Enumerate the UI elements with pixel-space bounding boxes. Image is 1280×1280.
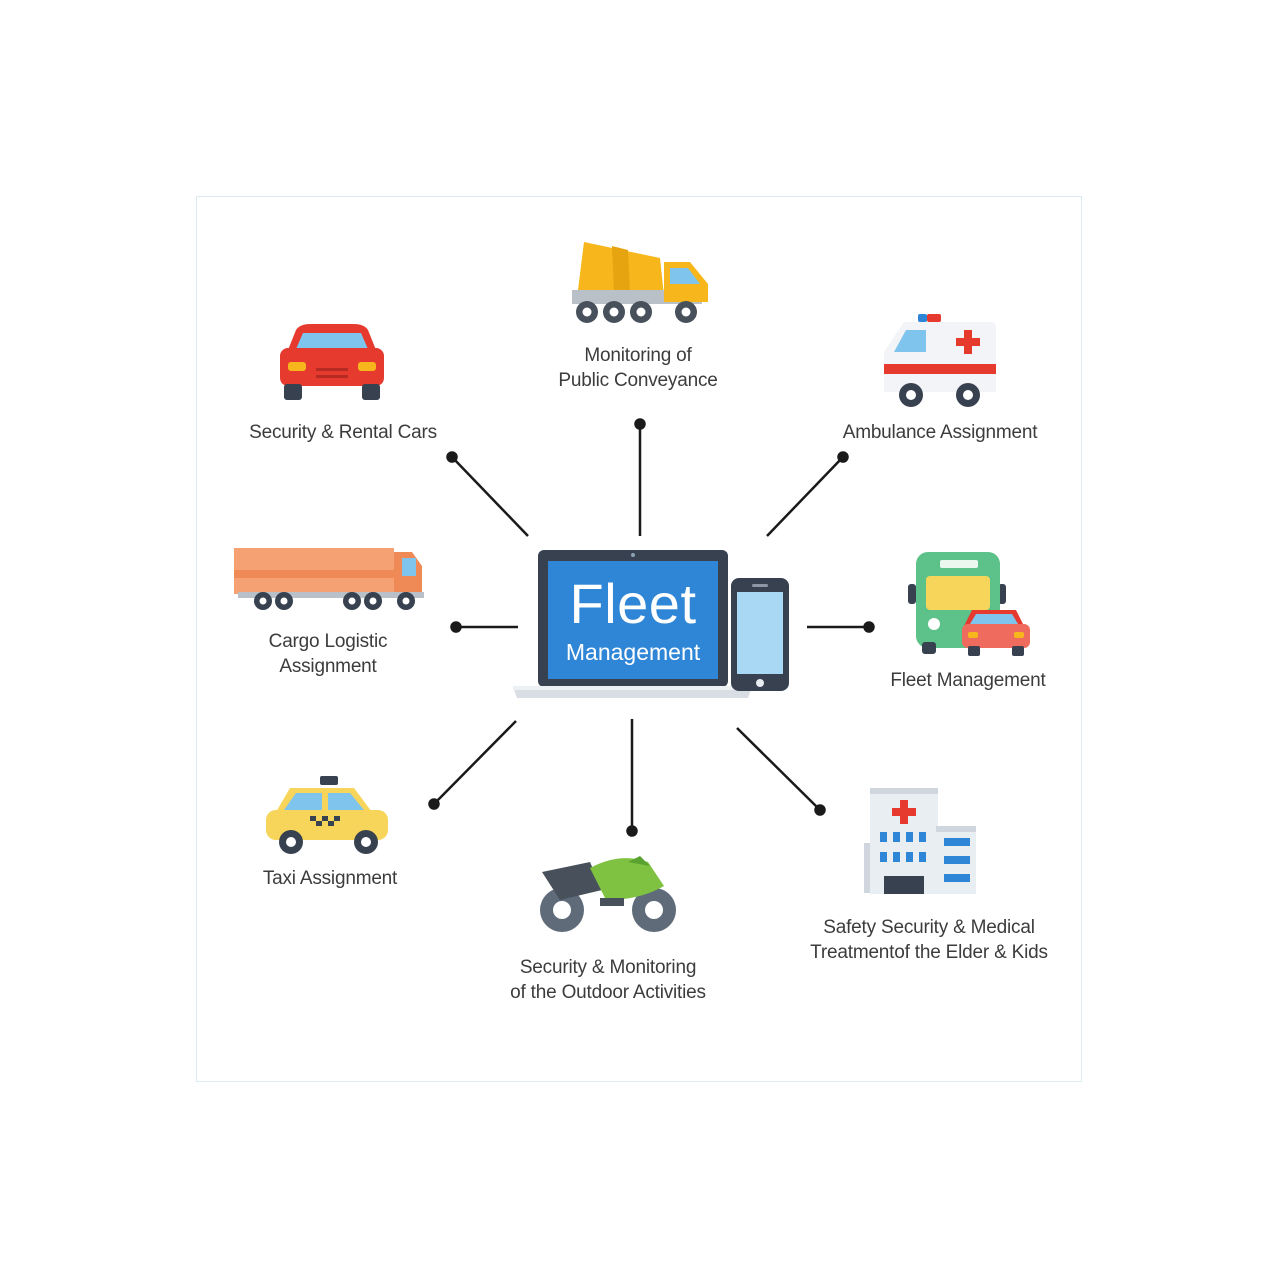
label-rental-cars-line1: Security & Rental Cars <box>249 422 437 443</box>
label-ambulance: Ambulance Assignment <box>830 420 1050 445</box>
label-medical-line2: Treatmentof the Elder & Kids <box>810 942 1048 963</box>
connector-top <box>634 418 646 536</box>
label-public-conveyance: Monitoring of Public Conveyance <box>538 343 738 393</box>
connector-bottom-left <box>428 720 517 810</box>
label-ambulance-line1: Ambulance Assignment <box>842 422 1038 443</box>
connector-bottom <box>626 719 638 837</box>
label-medical-line1: Safety Security & Medical <box>823 917 1035 938</box>
red-car-icon <box>280 324 384 400</box>
label-medical: Safety Security & Medical Treatmentof th… <box>796 915 1062 965</box>
connector-top-left <box>446 451 529 537</box>
label-outdoor-line2: of the Outdoor Activities <box>510 982 706 1003</box>
laptop-icon <box>513 550 752 698</box>
connector-left <box>450 621 518 633</box>
connector-top-right <box>766 451 849 537</box>
label-outdoor: Security & Monitoring of the Outdoor Act… <box>488 955 728 1005</box>
connector-lines <box>428 418 875 837</box>
phone-icon <box>731 578 789 691</box>
center-title: Fleet <box>569 572 697 635</box>
label-taxi: Taxi Assignment <box>240 866 420 891</box>
cement-mixer-truck-icon <box>572 242 708 323</box>
center-subtitle: Management <box>565 639 701 665</box>
label-rental-cars: Security & Rental Cars <box>233 420 453 445</box>
label-public-conveyance-line2: Public Conveyance <box>558 370 718 391</box>
label-taxi-line1: Taxi Assignment <box>262 868 398 889</box>
label-public-conveyance-line1: Monitoring of <box>584 345 692 366</box>
hospital-icon <box>864 788 976 894</box>
bus-and-car-icon <box>908 552 1030 656</box>
label-cargo-line1: Cargo Logistic <box>268 631 388 652</box>
cargo-truck-icon <box>234 548 424 610</box>
ambulance-icon <box>884 314 996 407</box>
motorcycle-icon <box>540 856 676 932</box>
label-fleet-line1: Fleet Management <box>890 670 1046 691</box>
label-cargo: Cargo Logistic Assignment <box>228 629 428 679</box>
label-outdoor-line1: Security & Monitoring <box>519 957 697 978</box>
connector-bottom-right <box>736 727 826 816</box>
label-fleet: Fleet Management <box>868 668 1068 693</box>
connector-right <box>807 621 875 633</box>
taxi-icon <box>266 776 388 854</box>
label-cargo-line2: Assignment <box>279 656 377 677</box>
